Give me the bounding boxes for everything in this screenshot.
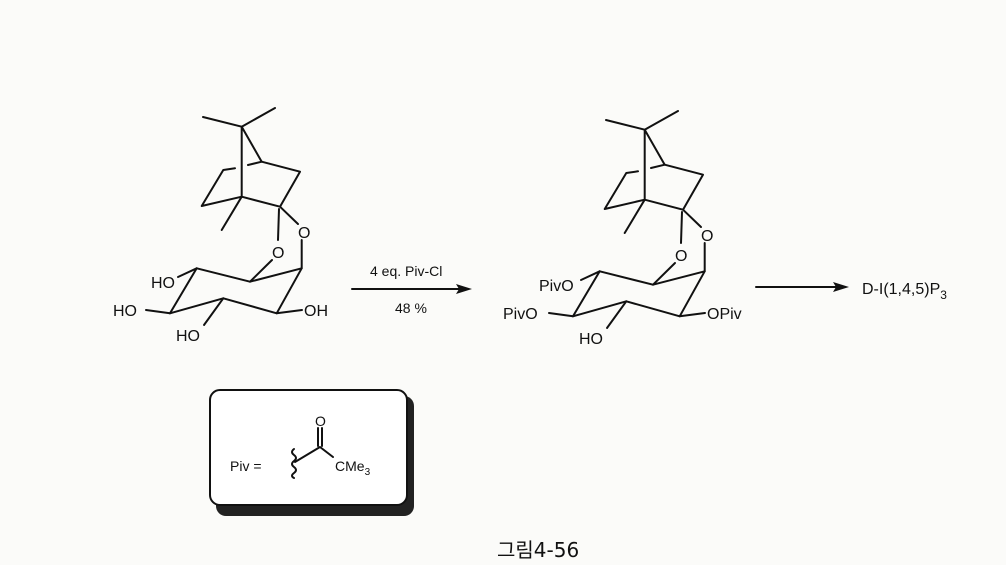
arrowhead-icon xyxy=(456,284,472,294)
reaction-arrow-1: 4 eq. Piv-Cl 48 % xyxy=(351,263,472,316)
final-product-label: D-I(1,4,5)P3 xyxy=(862,281,947,302)
atom-o-upper: O xyxy=(298,225,310,242)
atom-o-lower: O xyxy=(675,248,687,265)
piv-definition-box: Piv = O CMe3 xyxy=(209,389,414,516)
piv-label: Piv = xyxy=(230,458,262,474)
wavy-bond-icon xyxy=(291,448,297,479)
arrowhead-icon xyxy=(833,282,849,292)
product: O O PivO PivO HO OPiv xyxy=(503,110,742,348)
cme3-label: CMe3 xyxy=(335,458,371,478)
group-pivo-1: PivO xyxy=(539,278,574,295)
atom-o-upper: O xyxy=(701,228,713,245)
reagent-label: 4 eq. Piv-Cl xyxy=(370,263,442,279)
group-pivo-2: PivO xyxy=(503,306,538,323)
group-ho-1: HO xyxy=(151,275,175,292)
yield-label: 48 % xyxy=(395,300,427,316)
atom-o-lower: O xyxy=(272,245,284,262)
group-ho-3: HO xyxy=(176,328,200,345)
reaction-arrow-2: D-I(1,4,5)P3 xyxy=(755,281,947,302)
group-ho: HO xyxy=(579,331,603,348)
group-ho-2: HO xyxy=(113,303,137,320)
group-opiv-right: OPiv xyxy=(707,306,742,323)
starting-material: O O HO HO HO OH xyxy=(113,107,328,345)
carbonyl-o: O xyxy=(315,413,326,429)
figure-caption: 그림4-56 xyxy=(497,538,579,562)
group-oh-right: OH xyxy=(304,303,328,320)
